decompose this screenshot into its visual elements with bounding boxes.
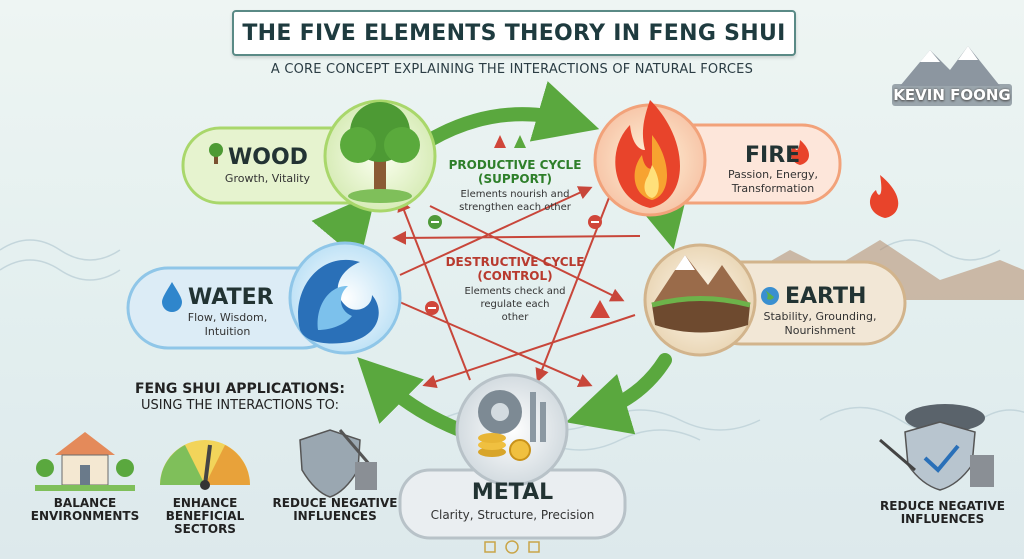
gauge-icon	[160, 440, 250, 490]
metal-card	[398, 373, 627, 540]
applications-heading: FENG SHUI APPLICATIONS:	[134, 381, 346, 397]
productive-desc-1: Elements nourish and	[460, 189, 570, 200]
fire-desc: Passion, Energy, Transformation	[727, 168, 819, 195]
arrow-earth-to-metal	[565, 353, 672, 435]
destructive-desc-2: regulate each	[480, 299, 550, 310]
mountain-soil-icon	[651, 255, 751, 333]
shield-icon	[299, 429, 377, 498]
application-item-reduce: REDUCE NEGATIVE INFLUENCES	[265, 497, 405, 523]
water-desc: Flow, Wisdom, Intuition	[187, 311, 268, 338]
application-item-reduce-corner: REDUCE NEGATIVE INFLUENCES	[870, 500, 1015, 526]
title-banner: THE FIVE ELEMENTS THEORY IN FENG SHUI	[232, 10, 796, 56]
arrow-metal-to-water	[357, 357, 467, 437]
app-label-line: ENHANCE	[172, 496, 238, 510]
arrow-water-to-fire	[399, 186, 593, 276]
app-label-line: BENEFICIAL	[165, 509, 245, 523]
app-label-line: INFLUENCES	[293, 509, 377, 523]
wood-desc: Growth, Vitality	[224, 172, 311, 185]
brand-logo	[892, 46, 1012, 106]
app-label-line: BALANCE	[53, 496, 117, 510]
wave-icon	[298, 259, 379, 344]
application-item-enhance: ENHANCE BENEFICIAL SECTORS	[150, 497, 260, 536]
destructive-title-1: DESTRUCTIVE CYCLE	[445, 255, 585, 269]
app-label-line: REDUCE NEGATIVE	[880, 499, 1005, 513]
globe-icon	[761, 287, 779, 305]
arrow-earth-to-water	[392, 230, 641, 245]
arrow-water-to-metal	[394, 299, 593, 387]
small-tree-icon	[209, 143, 223, 164]
app-label-line: INFLUENCES	[900, 512, 985, 526]
app-label-line: SECTORS	[174, 522, 236, 536]
earth-name: EARTH	[785, 284, 867, 309]
side-flame-icon	[869, 175, 899, 218]
app-label-line: REDUCE NEGATIVE	[272, 496, 398, 510]
metal-name: METAL	[471, 480, 554, 505]
applications-header: FENG SHUI APPLICATIONS: USING THE INTERA…	[100, 380, 380, 414]
gear-coins-icon	[478, 390, 546, 461]
control-symbols	[425, 135, 610, 318]
earth-card	[643, 243, 907, 357]
destructive-desc-3: other	[501, 312, 529, 323]
metal-desc: Clarity, Structure, Precision	[430, 508, 595, 522]
application-item-balance: BALANCE ENVIRONMENTS	[20, 497, 150, 523]
arrow-earth-to-metal-red	[422, 314, 636, 389]
productive-cycle-label: PRODUCTIVE CYCLE (SUPPORT) Elements nour…	[435, 158, 595, 214]
fire-card	[593, 100, 842, 217]
arrow-wood-to-earth	[429, 205, 625, 302]
arrow-wood-to-fire	[423, 81, 600, 147]
house-icon	[35, 432, 135, 491]
flame-icon	[615, 100, 680, 208]
bottom-ornaments	[484, 540, 540, 554]
productive-title-2: (SUPPORT)	[477, 172, 553, 186]
page-title: THE FIVE ELEMENTS THEORY IN FENG SHUI	[242, 20, 786, 46]
arrow-metal-to-wood	[397, 197, 471, 381]
fire-name: FIRE	[745, 143, 801, 168]
water-name: WATER	[188, 285, 274, 310]
applications-subheading: USING THE INTERACTIONS TO:	[141, 398, 339, 413]
wood-card	[181, 99, 437, 213]
wood-name: WOOD	[228, 145, 308, 170]
productive-title-1: PRODUCTIVE CYCLE	[448, 158, 582, 172]
fire-emoji-icon	[790, 140, 809, 165]
droplet-icon	[162, 282, 182, 312]
destructive-title-2: (CONTROL)	[477, 269, 553, 283]
water-card	[126, 241, 402, 355]
shield-storm-icon	[879, 404, 994, 491]
page-subtitle: A CORE CONCEPT EXPLAINING THE INTERACTIO…	[270, 62, 754, 77]
app-label-line: ENVIRONMENTS	[30, 509, 140, 523]
earth-desc: Stability, Grounding, Nourishment	[763, 310, 877, 337]
tree-icon	[340, 102, 420, 203]
productive-desc-2: strengthen each other	[459, 202, 571, 213]
destructive-cycle-label: DESTRUCTIVE CYCLE (CONTROL) Elements che…	[435, 255, 595, 324]
destructive-desc-1: Elements check and	[464, 286, 566, 297]
brand-name: KEVIN FOONG	[893, 86, 1011, 104]
